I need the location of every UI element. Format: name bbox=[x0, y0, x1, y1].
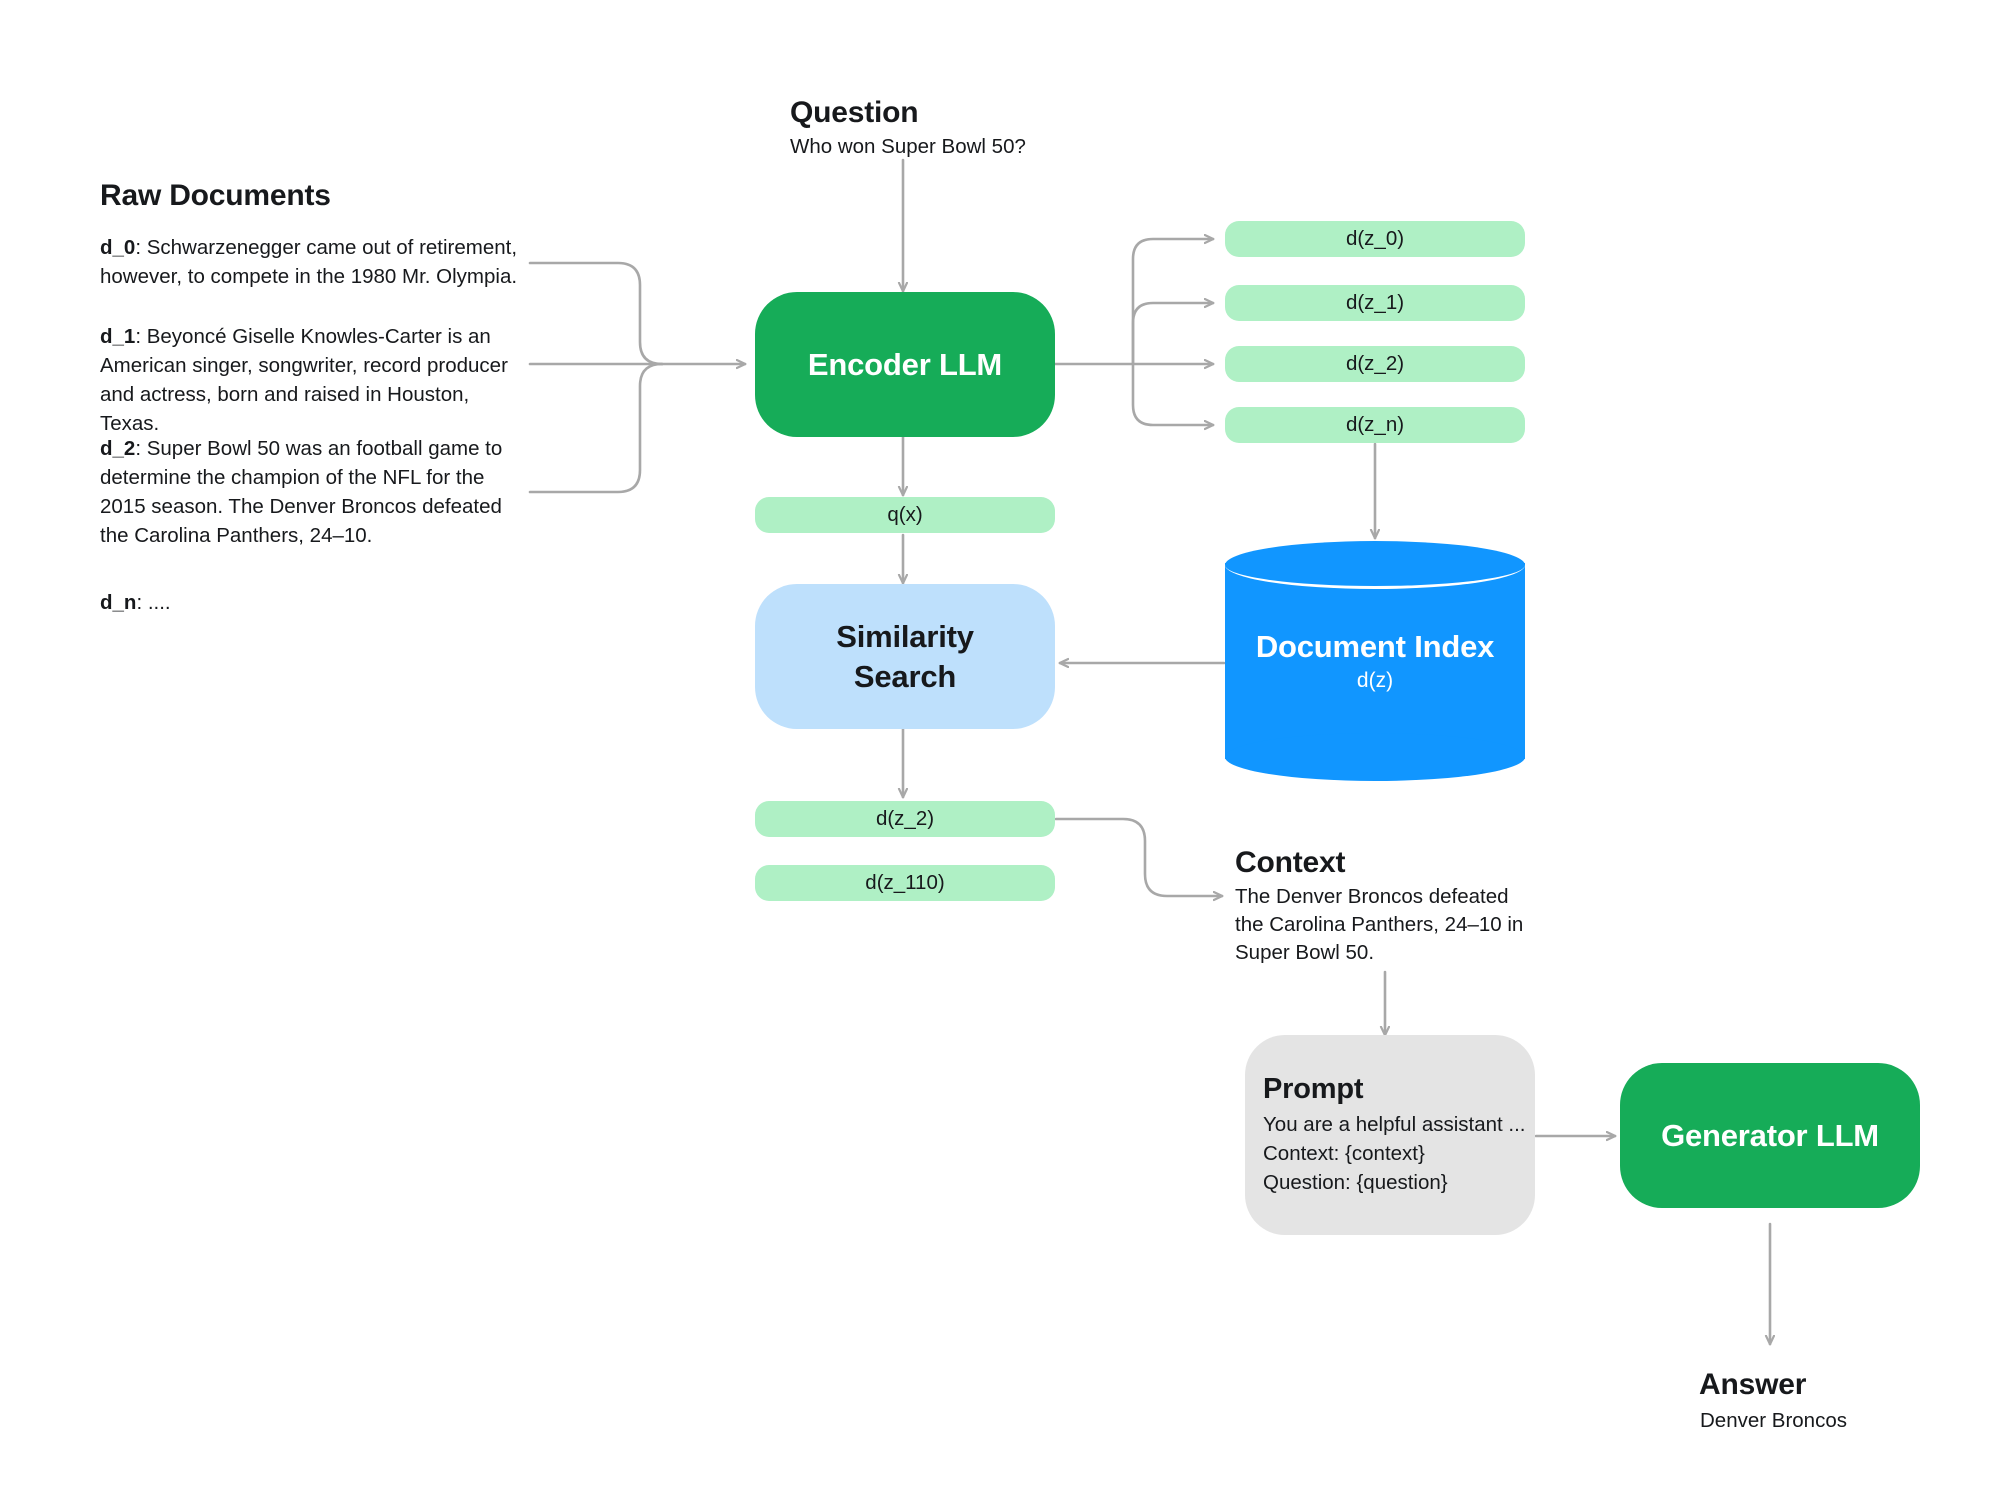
retrieved-label-0: d(z_2) bbox=[875, 807, 935, 830]
document-index-label-group: Document Index d(z) bbox=[1225, 541, 1525, 781]
context-line-1: the Carolina Panthers, 24–10 in bbox=[1235, 913, 1524, 936]
question-text: Who won Super Bowl 50? bbox=[790, 135, 1026, 158]
raw-document-d1-label: d_1 bbox=[100, 325, 136, 348]
prompt-node[interactable]: Prompt You are a helpful assistant ... C… bbox=[1245, 1035, 1535, 1235]
raw-documents-heading: Raw Documents bbox=[100, 179, 331, 212]
document-index-body bbox=[1225, 563, 1525, 759]
similarity-search-node[interactable]: Similarity Search bbox=[755, 584, 1055, 729]
question-heading: Question bbox=[790, 96, 919, 129]
doc-embedding-pill-2[interactable]: d(z_2) bbox=[1225, 346, 1525, 382]
context-line-0: The Denver Broncos defeated bbox=[1235, 885, 1509, 908]
prompt-line-0: You are a helpful assistant ... bbox=[1263, 1113, 1526, 1136]
raw-document-d0-label: d_0 bbox=[100, 236, 136, 259]
raw-document-d2-label: d_2 bbox=[100, 437, 136, 460]
generator-llm-label: Generator LLM bbox=[1661, 1117, 1879, 1153]
wire-result-to-context bbox=[1054, 817, 1222, 896]
context-heading: Context bbox=[1235, 846, 1346, 879]
doc-embedding-label-n: d(z_n) bbox=[1345, 413, 1405, 436]
document-index-top-ellipse bbox=[1225, 541, 1525, 589]
doc-embedding-pill-1[interactable]: d(z_1) bbox=[1225, 285, 1525, 321]
encoder-llm-label: Encoder LLM bbox=[807, 346, 1003, 382]
query-embedding-pill[interactable]: q(x) bbox=[755, 497, 1055, 533]
raw-document-d0: d_0: Schwarzenegger came out of retireme… bbox=[100, 233, 520, 291]
raw-document-dn: d_n: .... bbox=[100, 588, 520, 617]
prompt-heading: Prompt bbox=[1263, 1073, 1364, 1105]
answer-text: Denver Broncos bbox=[1700, 1409, 1847, 1432]
doc-embedding-pill-n[interactable]: d(z_n) bbox=[1225, 407, 1525, 443]
query-embedding-label: q(x) bbox=[887, 503, 923, 526]
doc-embedding-pill-0[interactable]: d(z_0) bbox=[1225, 221, 1525, 257]
answer-heading: Answer bbox=[1699, 1368, 1807, 1401]
wire-encoder-to-dzn bbox=[1131, 362, 1213, 425]
wire-d0-to-encoder bbox=[528, 261, 664, 366]
wire-d2-to-encoder bbox=[528, 362, 664, 494]
raw-document-d1-text: : Beyoncé Giselle Knowles-Carter is an A… bbox=[100, 325, 508, 435]
retrieved-label-1: d(z_110) bbox=[865, 871, 945, 894]
wire-encoder-to-dz1 bbox=[1131, 303, 1213, 366]
prompt-line-1: Context: {context} bbox=[1263, 1142, 1425, 1165]
raw-document-d2: d_2: Super Bowl 50 was an football game … bbox=[100, 434, 520, 550]
raw-document-d0-text: : Schwarzenegger came out of retirement,… bbox=[100, 236, 518, 288]
raw-document-dn-label: d_n bbox=[100, 591, 137, 614]
document-index-bottom-ellipse bbox=[1225, 733, 1525, 781]
generator-llm-node[interactable]: Generator LLM bbox=[1620, 1063, 1920, 1208]
raw-document-d2-text: : Super Bowl 50 was an football game to … bbox=[100, 437, 503, 547]
raw-document-d1: d_1: Beyoncé Giselle Knowles-Carter is a… bbox=[100, 322, 520, 438]
similarity-search-label-line2: Search bbox=[853, 658, 957, 694]
doc-embedding-label-0: d(z_0) bbox=[1345, 227, 1405, 250]
document-index-subtitle: d(z) bbox=[1356, 669, 1394, 692]
raw-document-dn-text: : .... bbox=[136, 591, 171, 614]
encoder-llm-node[interactable]: Encoder LLM bbox=[755, 292, 1055, 437]
doc-embedding-label-1: d(z_1) bbox=[1345, 291, 1405, 314]
doc-embedding-label-2: d(z_2) bbox=[1345, 352, 1405, 375]
document-index-node[interactable]: Document Index d(z) bbox=[1225, 541, 1525, 781]
document-index-title: Document Index bbox=[1255, 629, 1495, 664]
prompt-line-2: Question: {question} bbox=[1263, 1171, 1448, 1194]
context-line-2: Super Bowl 50. bbox=[1235, 941, 1375, 964]
similarity-search-label-line1: Similarity bbox=[836, 618, 974, 654]
retrieved-pill-1[interactable]: d(z_110) bbox=[755, 865, 1055, 901]
retrieved-pill-0[interactable]: d(z_2) bbox=[755, 801, 1055, 837]
wire-encoder-to-dz0 bbox=[1131, 239, 1213, 366]
